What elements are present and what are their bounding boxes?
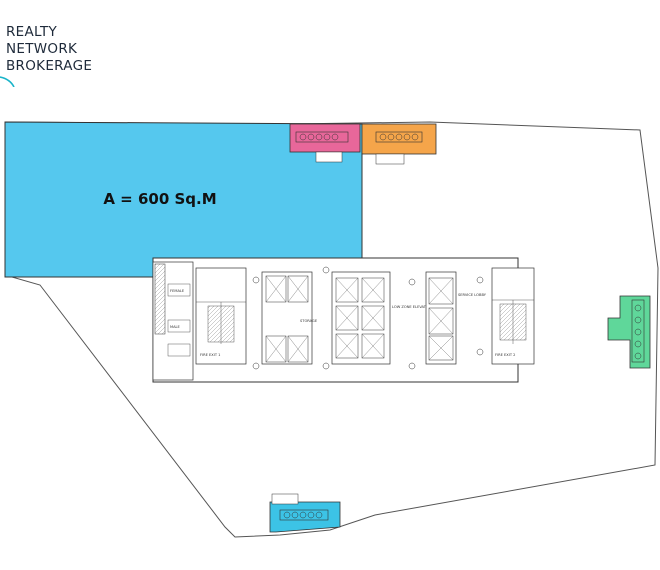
building-core: FEMALE MALE FIRE EXIT 1 STORAGE LOW	[152, 257, 535, 383]
logo-line-3: Brokerage	[6, 58, 93, 74]
green-zone	[607, 295, 651, 369]
cyan-zone	[269, 493, 341, 533]
label-fire-exit-2: FIRE EXIT 2	[495, 353, 515, 357]
pink-zone	[289, 123, 361, 163]
label-fire-exit-1: FIRE EXIT 1	[200, 353, 220, 357]
label-female: FEMALE	[170, 289, 185, 293]
label-low-zone-lobby: LOW ZONE ELEVATOR LOBBY	[392, 305, 445, 309]
area-label: A = 600 Sq.M	[103, 190, 216, 208]
label-male: MALE	[170, 325, 181, 329]
brand-logo: Realty Network Brokerage	[0, 24, 126, 87]
logo-swoosh-icon	[0, 76, 15, 87]
label-storage: STORAGE	[300, 319, 318, 323]
orange-zone	[361, 123, 437, 165]
logo-line-1: Realty	[6, 24, 58, 40]
logo-line-2: Network	[6, 41, 78, 57]
label-service-lobby: SERVICE LOBBY	[458, 293, 487, 297]
